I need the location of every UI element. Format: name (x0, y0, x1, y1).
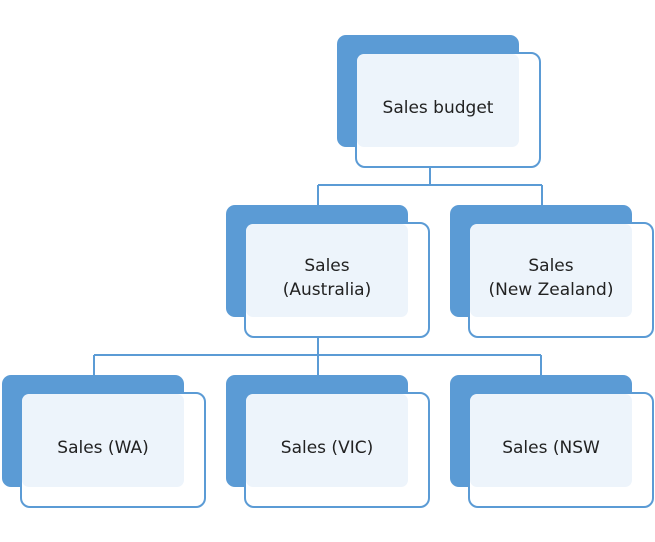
node-vic[interactable]: Sales (VIC) (226, 375, 430, 508)
node-label: (Australia) (283, 280, 371, 300)
node-aus[interactable]: Sales (Australia) (226, 205, 430, 338)
node-label: Sales (WA) (57, 438, 148, 458)
node-budget[interactable]: Sales budget (337, 35, 541, 168)
node-label: (New Zealand) (489, 280, 614, 300)
node-wa[interactable]: Sales (WA) (2, 375, 206, 508)
node-fill (470, 224, 632, 317)
node-label: Sales (NSW (502, 438, 600, 458)
node-fill (470, 394, 632, 487)
node-label: Sales (304, 256, 349, 276)
node-nsw[interactable]: Sales (NSW (450, 375, 654, 508)
connector-line (317, 167, 543, 206)
node-fill (22, 394, 184, 487)
connector-line (93, 338, 542, 376)
node-label: Sales budget (383, 98, 494, 118)
node-fill (246, 224, 408, 317)
node-label: Sales (VIC) (281, 438, 373, 458)
node-label: Sales (528, 256, 573, 276)
node-fill (357, 54, 519, 147)
node-fill (246, 394, 408, 487)
node-nz[interactable]: Sales (New Zealand) (450, 205, 654, 338)
